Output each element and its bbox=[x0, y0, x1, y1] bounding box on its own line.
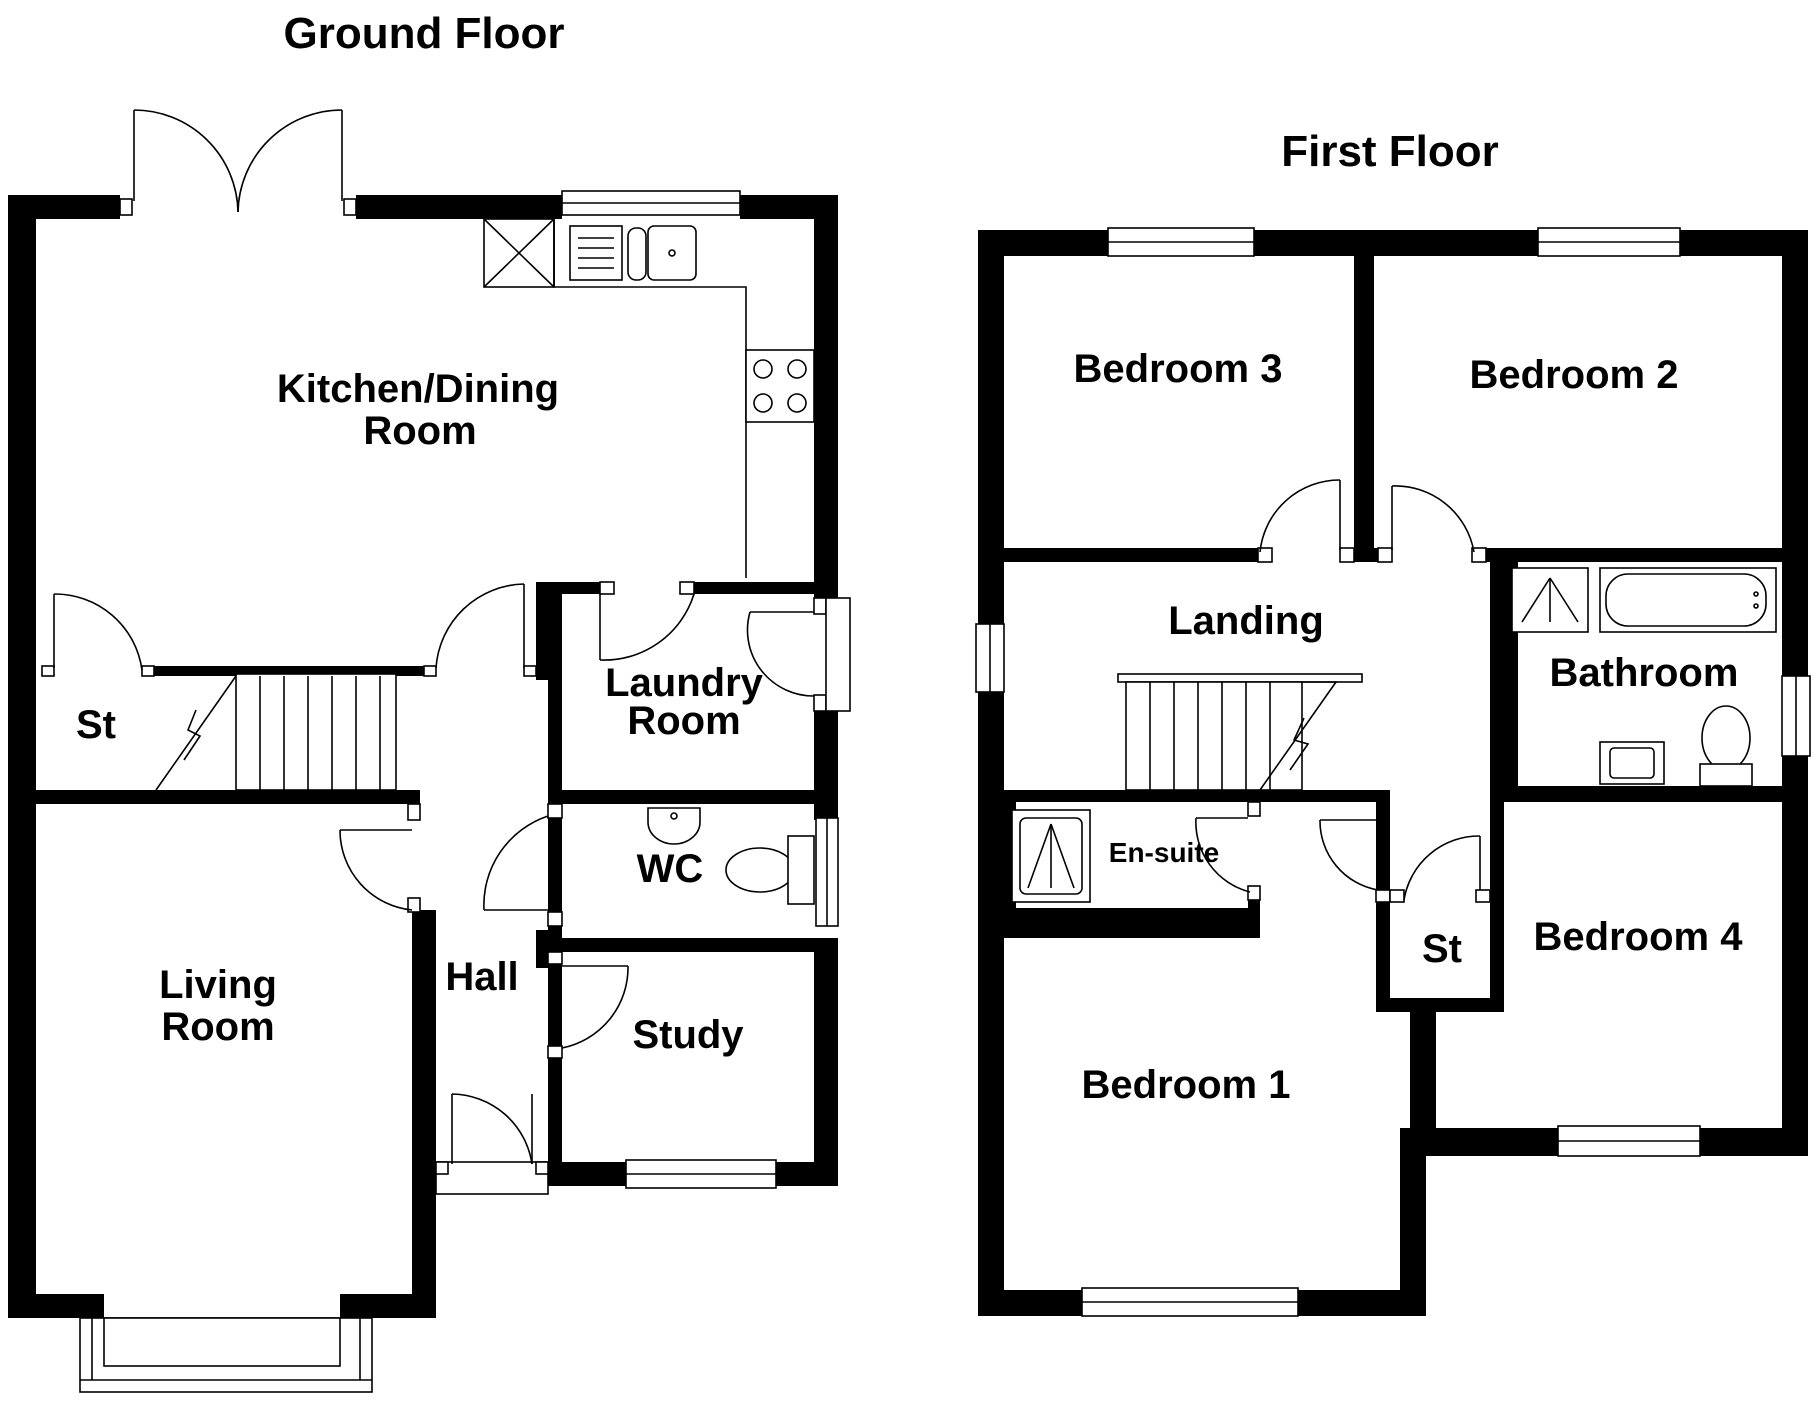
first-floor-windows bbox=[975, 227, 1811, 1317]
first-floor-doors bbox=[1195, 479, 1491, 903]
first-floor: First Floor bbox=[975, 127, 1811, 1317]
living-label-1: Living bbox=[159, 963, 277, 1007]
bedroom-3-label: Bedroom 3 bbox=[1074, 347, 1283, 391]
ground-floor-walls bbox=[8, 195, 838, 1318]
wc-fittings bbox=[647, 807, 839, 927]
laundry-label-2: Room bbox=[627, 699, 740, 743]
ground-stairs bbox=[155, 673, 397, 791]
bay-window bbox=[79, 1317, 373, 1393]
study-label: Study bbox=[632, 1013, 744, 1057]
first-room-labels: Bedroom 3 Bedroom 2 Landing Bathroom En-… bbox=[1074, 347, 1744, 1107]
living-label-2: Room bbox=[161, 1005, 274, 1049]
kitchen-dining-label-2: Room bbox=[363, 409, 476, 453]
laundry-label-1: Laundry bbox=[605, 661, 764, 705]
kitchen-window bbox=[561, 190, 741, 216]
bathroom-label: Bathroom bbox=[1550, 651, 1739, 695]
first-stairs bbox=[1117, 673, 1363, 791]
bathroom-fittings bbox=[1011, 567, 1777, 903]
bedroom-1-label: Bedroom 1 bbox=[1082, 1063, 1291, 1107]
french-doors bbox=[119, 109, 357, 216]
landing-label: Landing bbox=[1168, 599, 1324, 643]
first-floor-title: First Floor bbox=[1281, 127, 1499, 176]
st-label-first: St bbox=[1422, 927, 1462, 971]
kitchen-units bbox=[483, 218, 815, 578]
ground-room-labels: Kitchen/Dining Room St Laundry Room WC L… bbox=[76, 367, 764, 1057]
ground-floor-title: Ground Floor bbox=[283, 9, 564, 58]
ground-doors bbox=[41, 581, 851, 1195]
st-label: St bbox=[76, 703, 116, 747]
bedroom-2-label: Bedroom 2 bbox=[1470, 353, 1679, 397]
wc-label: WC bbox=[637, 847, 704, 891]
ground-floor: Ground Floor bbox=[8, 9, 851, 1393]
hall-label: Hall bbox=[445, 955, 518, 999]
bedroom-4-label: Bedroom 4 bbox=[1534, 915, 1744, 959]
kitchen-dining-label-1: Kitchen/Dining bbox=[277, 367, 559, 411]
ensuite-label: En-suite bbox=[1109, 837, 1219, 868]
study-window bbox=[625, 1159, 777, 1189]
first-floor-walls bbox=[978, 230, 1808, 1316]
